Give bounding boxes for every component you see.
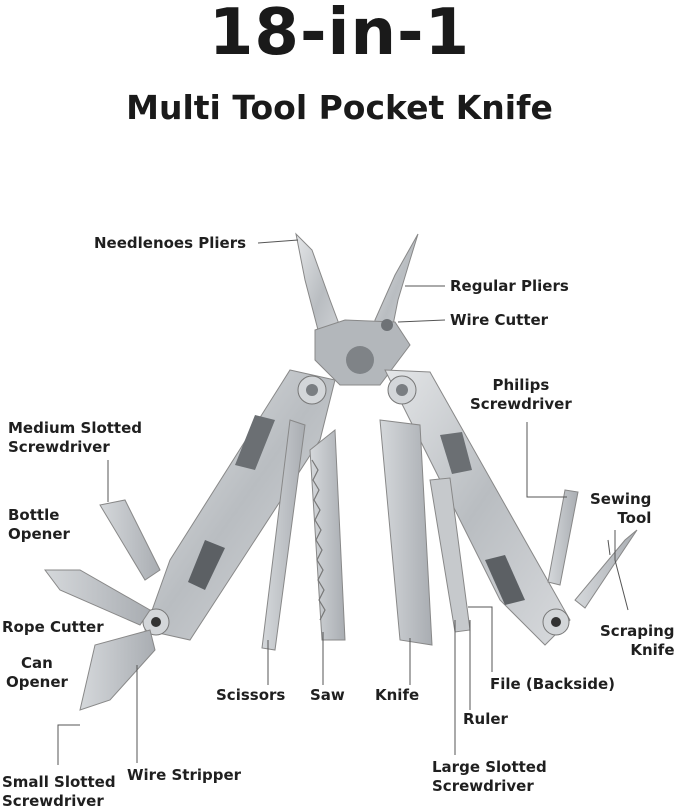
label-wire-stripper: Wire Stripper bbox=[127, 766, 242, 784]
leader-lines bbox=[57, 239, 629, 765]
label-knife: Knife bbox=[375, 686, 420, 704]
can-opener-tool bbox=[79, 629, 156, 711]
saw-blade bbox=[309, 428, 346, 641]
pliers-jaws bbox=[295, 232, 419, 386]
label-ruler: Ruler bbox=[463, 710, 508, 728]
label-scissors: Scissors bbox=[216, 686, 286, 704]
label-large-slotted-screwdriver: Large Slotted Screwdriver bbox=[432, 758, 547, 795]
left-handle bbox=[142, 369, 336, 641]
scraping-knife-tool bbox=[574, 529, 638, 609]
label-philips-screwdriver: Philips Screwdriver bbox=[470, 376, 572, 413]
scissors-blade bbox=[261, 419, 306, 651]
label-can-opener: Can Opener bbox=[6, 654, 68, 691]
rope-cutter-tool bbox=[44, 569, 151, 626]
label-sewing-tool: Sewing Tool bbox=[590, 490, 652, 527]
label-small-slotted-screwdriver: Small Slotted Screwdriver bbox=[2, 773, 116, 810]
page-title: 18-in-1 bbox=[208, 0, 471, 70]
label-scraping-knife: Scraping Knife bbox=[600, 622, 675, 659]
label-saw: Saw bbox=[310, 686, 345, 704]
label-needlenose-pliers: Needlenoes Pliers bbox=[94, 234, 247, 252]
page-subtitle: Multi Tool Pocket Knife bbox=[126, 88, 553, 127]
label-bottle-opener: Bottle Opener bbox=[8, 506, 70, 543]
philips-screwdriver-tool bbox=[547, 489, 579, 586]
label-medium-slotted-screwdriver: Medium Slotted Screwdriver bbox=[8, 419, 143, 456]
right-handle bbox=[384, 369, 571, 646]
label-wire-cutter: Wire Cutter bbox=[450, 311, 549, 329]
knife-blade bbox=[379, 419, 433, 646]
label-file-backside: File (Backside) bbox=[490, 675, 616, 693]
label-rope-cutter: Rope Cutter bbox=[2, 618, 104, 636]
medium-slotted-screwdriver-tool bbox=[99, 499, 161, 581]
label-regular-pliers: Regular Pliers bbox=[450, 277, 569, 295]
